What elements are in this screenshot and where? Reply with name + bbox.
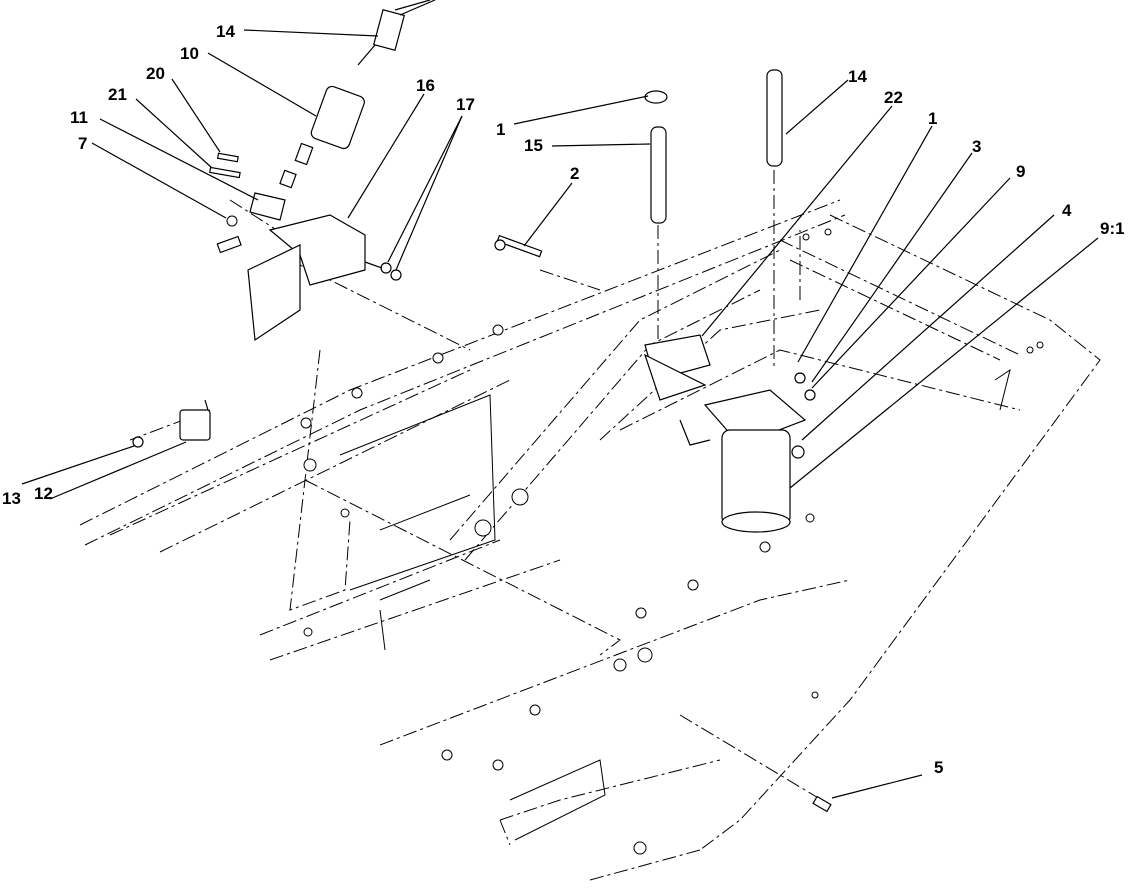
callout-4: 4 <box>1062 201 1072 220</box>
fuel-pump-10 <box>279 44 376 189</box>
tube-15 <box>650 126 667 224</box>
bolt-2 <box>494 234 543 258</box>
callout-9: 9 <box>1016 162 1025 181</box>
callout-22: 22 <box>884 88 903 107</box>
callout-9-1: 9:1 <box>1100 219 1125 238</box>
tube-14-right <box>766 69 783 167</box>
connector-14-top <box>372 0 436 51</box>
callout-labels: 14 10 20 21 11 7 16 17 1 15 2 14 22 1 3 … <box>2 22 1125 777</box>
callout-21: 21 <box>108 85 127 104</box>
leader-lines <box>21 29 1099 799</box>
nut-bolt-17 <box>364 261 402 281</box>
callout-15: 15 <box>524 136 543 155</box>
callout-20: 20 <box>146 64 165 83</box>
chassis-frame <box>79 170 1101 881</box>
clamp-11 <box>216 192 286 254</box>
callout-1-right: 1 <box>928 109 937 128</box>
callout-17: 17 <box>456 95 475 114</box>
callout-2: 2 <box>570 164 579 183</box>
frame-holes <box>300 228 1044 855</box>
bracket-22 <box>643 334 711 401</box>
callout-5: 5 <box>934 758 943 777</box>
callout-14-top: 14 <box>216 22 235 41</box>
bolt-5 <box>812 795 832 813</box>
screws-20-21 <box>209 152 241 179</box>
callout-12: 12 <box>34 484 53 503</box>
callout-16: 16 <box>416 76 435 95</box>
fuel-filter-9 <box>679 372 816 533</box>
callout-3: 3 <box>972 137 981 156</box>
callout-11: 11 <box>70 108 88 127</box>
callout-14-right: 14 <box>848 67 867 86</box>
callout-10: 10 <box>180 44 199 63</box>
knob-1-top <box>644 90 668 104</box>
callout-13: 13 <box>2 489 21 508</box>
bracket-16 <box>247 214 366 342</box>
callout-7: 7 <box>78 134 87 153</box>
screw-13 <box>132 436 144 448</box>
relay-12 <box>179 399 211 441</box>
callout-1-top: 1 <box>496 120 505 139</box>
